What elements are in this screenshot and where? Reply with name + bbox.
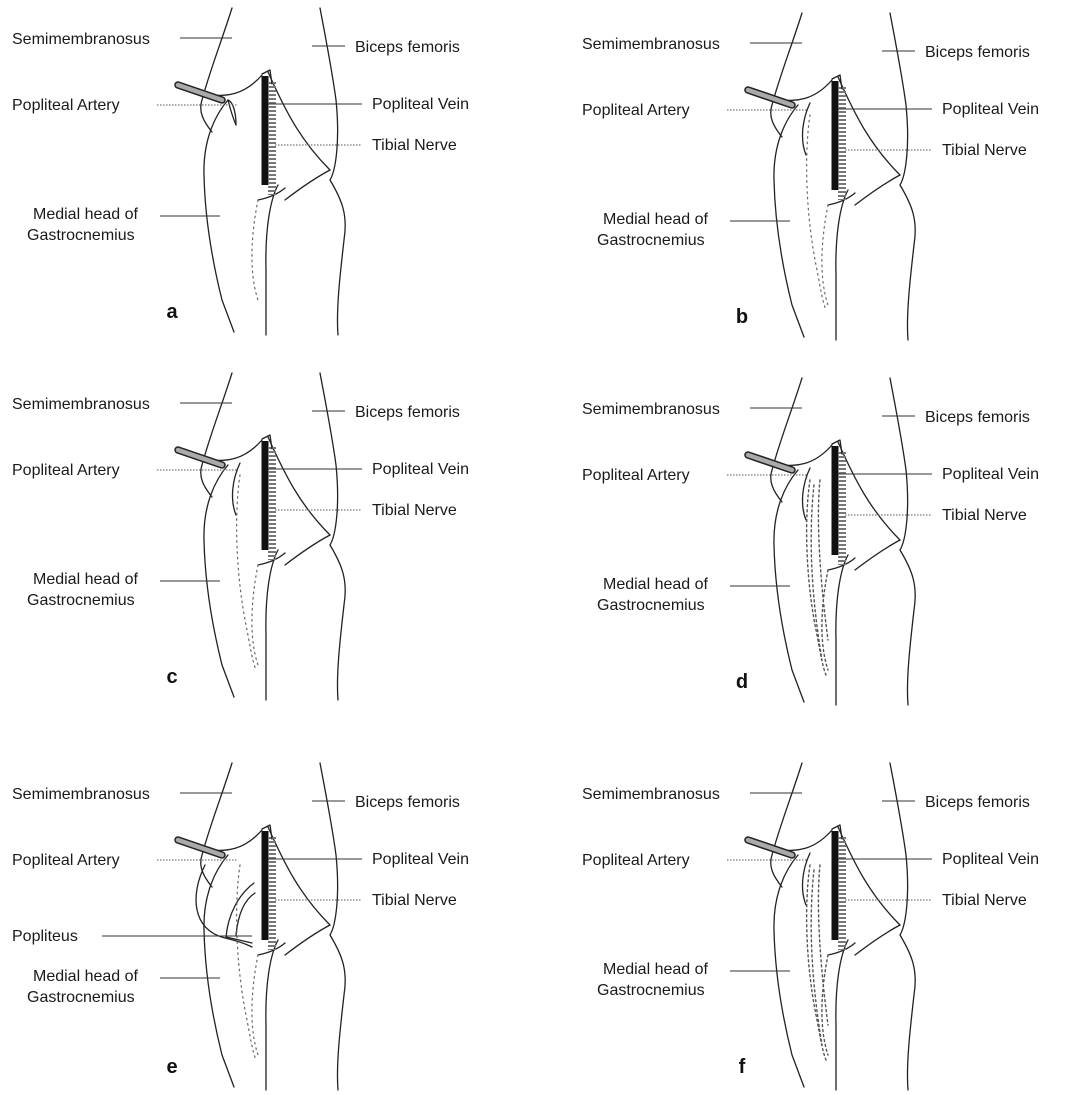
label-tibial-nerve: Tibial Nerve bbox=[372, 137, 457, 154]
label-medial-head-2: Gastrocnemius bbox=[27, 592, 135, 609]
knee-outline bbox=[748, 763, 915, 1090]
label-biceps-femoris: Biceps femoris bbox=[925, 409, 1030, 426]
label-biceps-femoris: Biceps femoris bbox=[355, 404, 460, 421]
label-medial-head-1: Medial head of bbox=[33, 206, 139, 223]
knee-outline bbox=[748, 378, 915, 705]
label-popliteal-vein: Popliteal Vein bbox=[372, 851, 469, 868]
panel-letter-d: d bbox=[736, 671, 748, 693]
label-medial-head-1: Medial head of bbox=[603, 211, 709, 228]
label-popliteal-vein: Popliteal Vein bbox=[942, 101, 1039, 118]
label-tibial-nerve: Tibial Nerve bbox=[942, 142, 1027, 159]
label-medial-head-2: Gastrocnemius bbox=[597, 232, 705, 249]
label-popliteus: Popliteus bbox=[12, 928, 78, 945]
panel-letter-a: a bbox=[166, 301, 178, 323]
label-tibial-nerve: Tibial Nerve bbox=[942, 892, 1027, 909]
label-tibial-nerve: Tibial Nerve bbox=[372, 502, 457, 519]
label-popliteal-artery: Popliteal Artery bbox=[12, 97, 120, 114]
label-biceps-femoris: Biceps femoris bbox=[925, 44, 1030, 61]
label-semimembranosus: Semimembranosus bbox=[12, 31, 150, 48]
label-medial-head-2: Gastrocnemius bbox=[27, 227, 135, 244]
label-medial-head-2: Gastrocnemius bbox=[597, 597, 705, 614]
label-popliteal-vein: Popliteal Vein bbox=[372, 461, 469, 478]
knee-outline bbox=[178, 8, 345, 335]
label-medial-head-2: Gastrocnemius bbox=[27, 989, 135, 1006]
label-semimembranosus: Semimembranosus bbox=[582, 36, 720, 53]
panel-letter-c: c bbox=[166, 666, 177, 688]
label-medial-head-1: Medial head of bbox=[603, 576, 709, 593]
label-popliteal-artery: Popliteal Artery bbox=[582, 102, 690, 119]
label-semimembranosus: Semimembranosus bbox=[582, 786, 720, 803]
label-biceps-femoris: Biceps femoris bbox=[355, 39, 460, 56]
label-popliteal-artery: Popliteal Artery bbox=[12, 462, 120, 479]
knee-outline bbox=[748, 13, 915, 340]
knee-outline bbox=[178, 373, 345, 700]
label-popliteal-vein: Popliteal Vein bbox=[942, 466, 1039, 483]
label-popliteal-artery: Popliteal Artery bbox=[12, 852, 120, 869]
label-tibial-nerve: Tibial Nerve bbox=[942, 507, 1027, 524]
label-semimembranosus: Semimembranosus bbox=[12, 396, 150, 413]
label-medial-head-1: Medial head of bbox=[33, 968, 139, 985]
label-medial-head-1: Medial head of bbox=[33, 571, 139, 588]
label-tibial-nerve: Tibial Nerve bbox=[372, 892, 457, 909]
panel-letter-b: b bbox=[736, 306, 748, 328]
label-semimembranosus: Semimembranosus bbox=[12, 786, 150, 803]
label-semimembranosus: Semimembranosus bbox=[582, 401, 720, 418]
label-biceps-femoris: Biceps femoris bbox=[355, 794, 460, 811]
knee-outline bbox=[178, 763, 345, 1090]
label-medial-head-2: Gastrocnemius bbox=[597, 982, 705, 999]
label-popliteal-vein: Popliteal Vein bbox=[372, 96, 469, 113]
label-popliteal-artery: Popliteal Artery bbox=[582, 852, 690, 869]
label-popliteal-vein: Popliteal Vein bbox=[942, 851, 1039, 868]
label-medial-head-1: Medial head of bbox=[603, 961, 709, 978]
label-biceps-femoris: Biceps femoris bbox=[925, 794, 1030, 811]
panel-letter-e: e bbox=[166, 1056, 177, 1078]
panel-letter-f: f bbox=[739, 1056, 746, 1078]
label-popliteal-artery: Popliteal Artery bbox=[582, 467, 690, 484]
